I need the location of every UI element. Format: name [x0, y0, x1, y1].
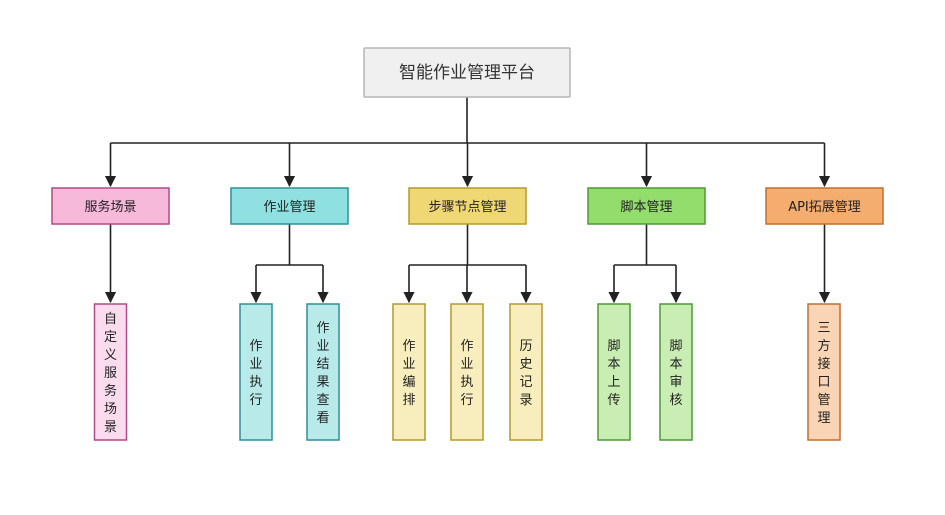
category-label: 服务场景 [84, 199, 136, 215]
leaf-node-label: 自定义服务场景 [104, 312, 117, 435]
leaf-node-label: 作业结果查看 [316, 321, 329, 426]
category-label: 步骤节点管理 [428, 200, 506, 215]
leaf-node-box [659, 303, 693, 441]
leaf-node-label: 脚本上传 [607, 338, 620, 408]
leaf-node-history[interactable]: 历史记录 [509, 303, 543, 441]
root-node-label: 智能作业管理平台 [399, 63, 535, 83]
category-node-scripts[interactable]: 脚本管理 [587, 187, 706, 225]
leaf-node-box [392, 303, 426, 441]
leaf-node-step-job-execute[interactable]: 作业执行 [450, 303, 484, 441]
leaf-node-box [239, 303, 273, 441]
category-node-steps[interactable]: 步骤节点管理 [408, 187, 527, 225]
category-node-jobs[interactable]: 作业管理 [230, 187, 349, 225]
leaf-node-label: 作业执行 [249, 339, 262, 408]
category-label: 脚本管理 [620, 199, 672, 215]
leaf-node-box [450, 303, 484, 441]
root-node-box [363, 47, 571, 98]
category-label: API拓展管理 [788, 200, 861, 215]
leaf-node-label: 作业执行 [460, 339, 473, 408]
leaf-node-job-orchestration[interactable]: 作业编排 [392, 303, 426, 441]
category-node-services[interactable]: 服务场景 [51, 187, 170, 225]
leaf-node-job-result-view[interactable]: 作业结果查看 [306, 303, 340, 441]
leaf-node-third-party-api[interactable]: 三方接口管理 [807, 303, 841, 441]
leaf-node-box [807, 303, 841, 441]
leaf-node-box [306, 303, 340, 441]
connector-lines [104, 97, 831, 304]
leaf-node-box [597, 303, 631, 441]
leaf-node-script-review[interactable]: 脚本审核 [659, 303, 693, 441]
leaf-nodes: 自定义服务场景 作业执行 作业结果查看 作业编排 作业执行 历史记录 脚本上传 脚本审核 三方接… [93, 303, 841, 441]
category-node-api[interactable]: API拓展管理 [765, 187, 884, 225]
leaf-node-custom-service-scene[interactable]: 自定义服务场景 [93, 303, 128, 441]
leaf-node-label: 作业编排 [402, 339, 415, 408]
leaf-node-label: 三方接口管理 [817, 321, 830, 426]
leaf-node-job-execute[interactable]: 作业执行 [239, 303, 273, 441]
leaf-node-label: 历史记录 [519, 339, 532, 408]
leaf-node-box [93, 303, 128, 441]
category-label: 作业管理 [263, 200, 315, 215]
leaf-node-label: 脚本审核 [669, 338, 682, 408]
root-node[interactable]: 智能作业管理平台 [363, 47, 571, 98]
leaf-node-script-upload[interactable]: 脚本上传 [597, 303, 631, 441]
leaf-node-box [509, 303, 543, 441]
